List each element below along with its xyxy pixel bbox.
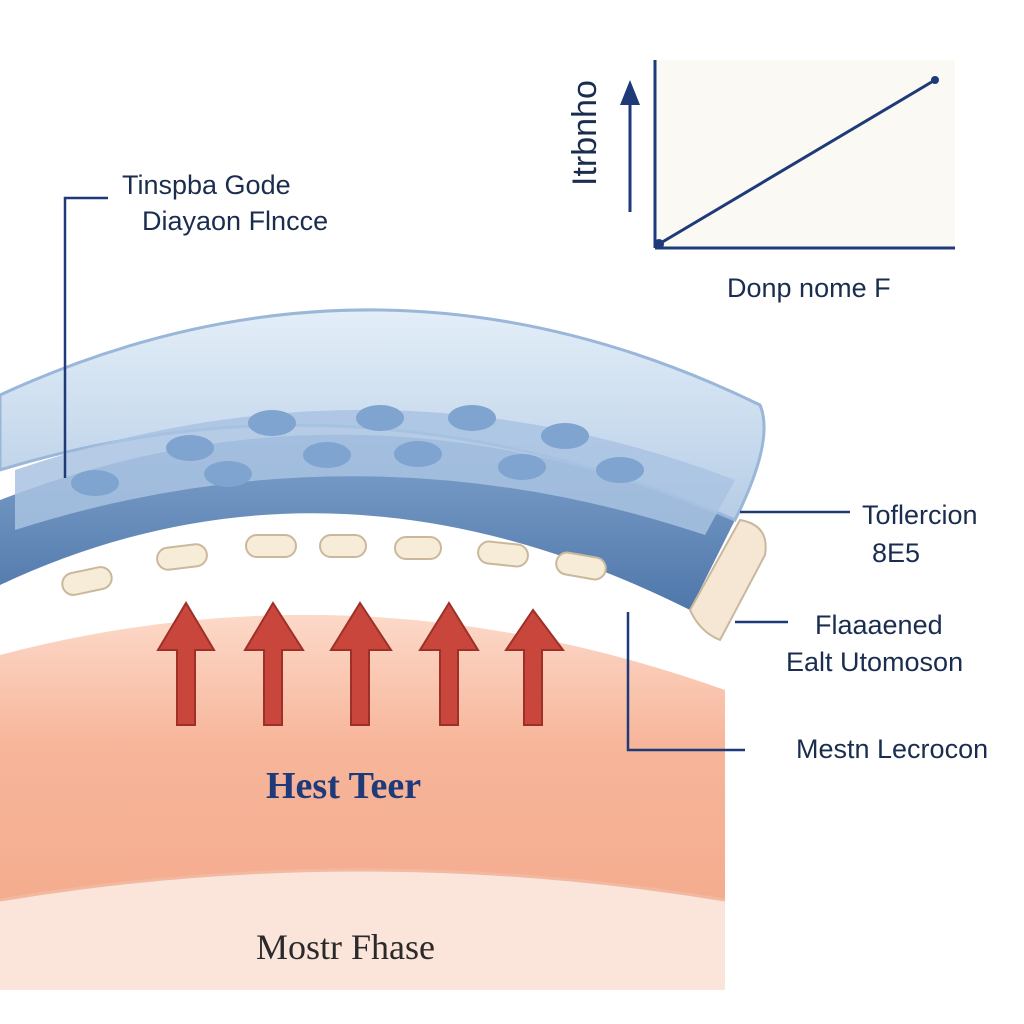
inset-graph — [620, 60, 955, 250]
band-pores — [61, 534, 607, 596]
graph-up-arrow-head — [620, 80, 640, 105]
dome-dots — [71, 405, 644, 496]
graph-trend-line — [658, 78, 936, 246]
label-right-3: Mestn Lecrocon — [796, 734, 989, 764]
graph-end-point — [931, 76, 939, 84]
graph-start-point — [654, 239, 664, 249]
heat-arrow — [243, 601, 305, 726]
label-right-1-line1: Toflercion — [862, 500, 978, 530]
heat-arrows — [156, 601, 565, 726]
label-top-left-line1: Tinspba Gode — [122, 170, 291, 200]
heat-arrow — [504, 608, 565, 726]
graph-y-label: Itrbnho — [566, 80, 604, 186]
label-right-2-line1: Flaaaened — [815, 610, 943, 640]
heat-arrow — [156, 601, 216, 726]
graph-x-label: Donp nome F — [727, 273, 891, 303]
leader-lines — [63, 196, 850, 752]
label-right-2-line2: Ealt Utomoson — [786, 647, 964, 677]
label-top-left-line2: Diayaon Flncce — [142, 206, 329, 236]
label-right-1-line2: 8E5 — [872, 538, 921, 568]
heat-arrow — [418, 601, 480, 726]
membrane-layer — [0, 308, 767, 642]
leader-right-3 — [626, 612, 745, 752]
heat-arrow — [329, 601, 393, 726]
label-bottom-layer: Mostr Fhase — [256, 927, 435, 967]
leader-top-left — [63, 196, 108, 478]
label-heat-layer: Hest Teer — [266, 765, 422, 807]
